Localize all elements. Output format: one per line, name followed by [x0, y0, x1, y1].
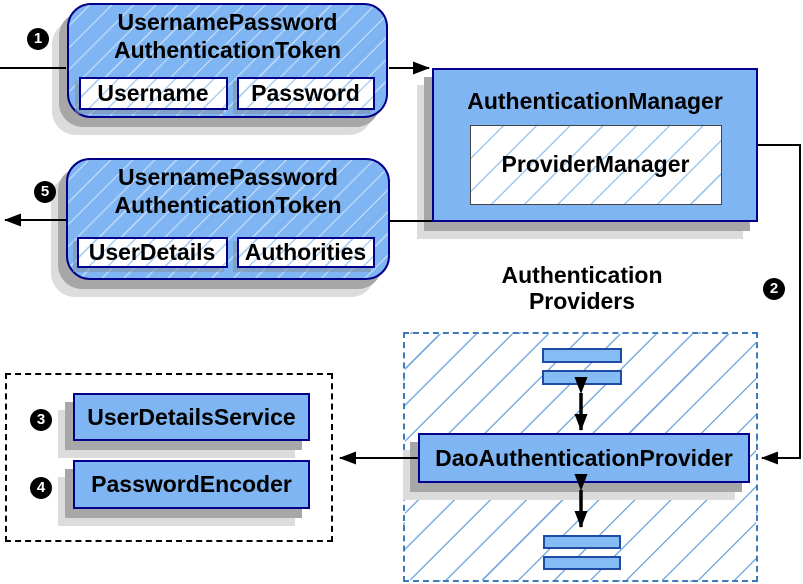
request-token-title-line2: AuthenticationToken — [113, 37, 341, 63]
arrow-manager-to-provider — [758, 144, 801, 465]
provider-placeholder-bar — [542, 555, 621, 570]
step-5-badge: 5 — [34, 181, 56, 203]
userdetails-field-box: UserDetails — [76, 236, 228, 268]
provider-manager-box: ProviderManager — [469, 124, 722, 205]
authentication-manager-title: AuthenticationManager — [467, 88, 723, 114]
response-token-title-line1: UsernamePassword — [118, 164, 338, 190]
providers-group-title-line2: Providers — [528, 288, 636, 314]
step-4-badge: 4 — [30, 477, 52, 499]
user-details-service-box: UserDetailsService — [73, 393, 310, 441]
services-dotted-container — [5, 373, 333, 542]
password-encoder-box: PasswordEncoder — [73, 460, 310, 509]
request-token-title-line1: UsernamePassword — [117, 9, 338, 35]
authentication-manager-box: AuthenticationManager ProviderManager — [432, 68, 758, 222]
password-field-box: Password — [236, 76, 375, 110]
provider-placeholder-bar — [541, 348, 622, 363]
response-token-box: UsernamePassword AuthenticationToken Use… — [66, 158, 390, 280]
provider-placeholder-bar — [542, 534, 621, 549]
response-token-title-line2: AuthenticationToken — [114, 192, 342, 218]
request-token-title: UsernamePassword AuthenticationToken — [69, 5, 386, 64]
step-1-badge: 1 — [27, 28, 49, 50]
providers-group-title-line1: Authentication — [501, 262, 663, 288]
step-2-badge: 2 — [763, 278, 785, 300]
username-field-box: Username — [78, 76, 228, 110]
provider-placeholder-bar — [541, 370, 622, 385]
request-token-box: UsernamePassword AuthenticationToken Use… — [67, 3, 388, 118]
response-token-title: UsernamePassword AuthenticationToken — [68, 160, 388, 219]
providers-group-title: Authentication Providers — [450, 262, 714, 314]
authorities-field-box: Authorities — [236, 236, 375, 268]
step-3-badge: 3 — [30, 409, 52, 431]
dao-authentication-provider-box: DaoAuthenticationProvider — [418, 433, 750, 483]
